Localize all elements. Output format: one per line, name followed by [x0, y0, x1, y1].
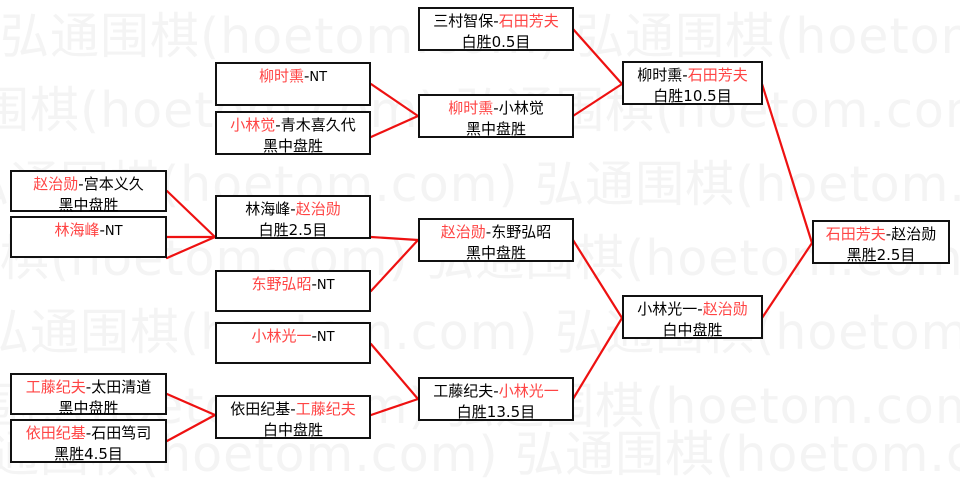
match-players: 东野弘昭-NT: [217, 274, 369, 296]
match-box-final[interactable]: 石田芳夫-赵治勋 黑胜2.5目: [812, 220, 950, 264]
separator: -: [303, 67, 310, 85]
player-loser: 小林光一: [637, 300, 698, 318]
separator: -: [78, 175, 84, 193]
player-winner: 赵治勋: [440, 223, 486, 241]
separator: -: [290, 200, 296, 218]
separator: -: [290, 400, 296, 418]
match-box-m6[interactable]: 小林觉-青木喜久代 黑中盘胜: [215, 111, 371, 155]
match-result: 黑中盘胜: [465, 244, 526, 262]
player-loser: 东野弘昭: [491, 223, 552, 241]
player-loser: 三村智保: [433, 12, 494, 30]
match-players: 工藤纪夫-小林光一: [420, 381, 572, 402]
player-loser: 工藤纪夫: [433, 382, 494, 400]
match-box-m9[interactable]: 小林光一-NT: [215, 322, 371, 364]
player-winner: 石田芳夫: [498, 12, 559, 30]
match-result: 黑中盘胜: [58, 399, 119, 417]
match-result: 白胜10.5目: [653, 87, 732, 105]
match-result: 黑中盘胜: [58, 196, 119, 214]
player-winner: 小林光一: [251, 327, 312, 345]
separator: -: [85, 424, 92, 442]
separator: -: [493, 99, 499, 117]
match-players: 柳时熏-NT: [217, 66, 369, 88]
separator: -: [85, 378, 92, 396]
separator: -: [885, 225, 892, 243]
player-loser: 小林觉: [498, 99, 544, 117]
match-box-m8[interactable]: 东野弘昭-NT: [215, 270, 371, 312]
match-players: 赵治勋-宫本义久: [12, 174, 165, 195]
match-players: 工藤纪夫-太田清道: [12, 377, 165, 398]
separator: -: [311, 275, 317, 293]
match-result: 黑胜2.5目: [846, 246, 916, 264]
player-loser: 石田笃司: [91, 424, 152, 442]
player-loser: 太田清道: [91, 378, 152, 396]
player-winner: 工藤纪夫: [25, 378, 86, 396]
match-result: 白中盘胜: [262, 421, 323, 439]
player-winner: 石田芳夫: [825, 225, 886, 243]
separator: -: [485, 223, 492, 241]
match-box-m15[interactable]: 柳时熏-石田芳夫 白胜10.5目: [622, 61, 763, 105]
match-players: 柳时熏-石田芳夫: [624, 65, 761, 86]
separator: -: [493, 382, 499, 400]
player-loser: 林海峰: [245, 200, 291, 218]
match-result: 白胜2.5目: [258, 221, 328, 239]
player-loser: 青木喜久代: [280, 116, 356, 134]
match-players: 石田芳夫-赵治勋: [814, 224, 948, 245]
player-winner: 小林觉: [230, 116, 276, 134]
match-players: 三村智保-石田芳夫: [420, 11, 572, 32]
match-result: 黑中盘胜: [465, 120, 526, 138]
player-loser: NT: [316, 330, 335, 345]
separator: -: [311, 327, 317, 345]
match-box-m13[interactable]: 赵治勋-东野弘昭 黑中盘胜: [418, 218, 574, 262]
player-winner: 赵治勋: [702, 300, 748, 318]
separator: -: [275, 116, 281, 134]
player-winner: 工藤纪夫: [295, 400, 356, 418]
player-winner: 依田纪基: [25, 424, 86, 442]
match-players: 依田纪基-石田笃司: [12, 423, 165, 444]
player-winner: 柳时熏: [258, 67, 304, 85]
match-players: 小林光一-NT: [217, 326, 369, 348]
player-winner: 石田芳夫: [687, 66, 748, 84]
match-result: 白胜0.5目: [461, 33, 531, 51]
match-box-m12[interactable]: 柳时熏-小林觉 黑中盘胜: [418, 94, 574, 138]
match-players: 小林觉-青木喜久代: [217, 115, 369, 136]
match-box-m3[interactable]: 工藤纪夫-太田清道 黑中盘胜: [10, 373, 167, 417]
player-winner: 小林光一: [498, 382, 559, 400]
match-result: 白中盘胜: [662, 321, 723, 339]
match-box-m1[interactable]: 赵治勋-宫本义久 黑中盘胜: [10, 170, 167, 214]
player-loser: 赵治勋: [891, 225, 937, 243]
player-winner: 赵治勋: [33, 175, 79, 193]
match-box-m16[interactable]: 小林光一-赵治勋 白中盘胜: [622, 295, 763, 339]
separator: -: [682, 66, 688, 84]
player-winner: 赵治勋: [295, 200, 341, 218]
match-result: 白胜13.5目: [456, 403, 536, 421]
match-box-m14[interactable]: 工藤纪夫-小林光一 白胜13.5目: [418, 377, 574, 421]
match-box-m11[interactable]: 三村智保-石田芳夫 白胜0.5目: [418, 7, 574, 51]
player-loser: NT: [309, 70, 328, 85]
match-players: 林海峰-NT: [12, 220, 165, 242]
match-result: 黑胜4.5目: [54, 445, 123, 463]
match-players: 赵治勋-东野弘昭: [420, 222, 572, 243]
match-box-m7[interactable]: 林海峰-赵治勋 白胜2.5目: [215, 195, 371, 239]
match-box-m4[interactable]: 依田纪基-石田笃司 黑胜4.5目: [10, 419, 167, 463]
match-players: 林海峰-赵治勋: [217, 199, 369, 220]
watermark-text: 弘通围棋(hoetom.com) 弘通围棋(hoetom.com) 弘通围棋(h…: [0, 308, 960, 357]
player-loser: NT: [316, 278, 335, 293]
separator: -: [493, 12, 499, 30]
player-winner: 柳时熏: [448, 99, 494, 117]
match-box-m10[interactable]: 依田纪基-工藤纪夫 白中盘胜: [215, 395, 371, 439]
match-players: 小林光一-赵治勋: [624, 299, 761, 320]
player-loser: 柳时熏: [637, 66, 683, 84]
player-loser: 依田纪基: [230, 400, 291, 418]
match-box-m5[interactable]: 柳时熏-NT: [215, 62, 371, 106]
match-box-m2[interactable]: 林海峰-NT: [10, 216, 167, 258]
player-loser: NT: [104, 224, 123, 239]
separator: -: [697, 300, 703, 318]
player-winner: 东野弘昭: [251, 275, 312, 293]
match-players: 柳时熏-小林觉: [420, 98, 572, 119]
match-result: 黑中盘胜: [262, 137, 323, 155]
player-winner: 林海峰: [54, 221, 100, 239]
player-loser: 宫本义久: [83, 175, 144, 193]
match-players: 依田纪基-工藤纪夫: [217, 399, 369, 420]
separator: -: [99, 221, 105, 239]
